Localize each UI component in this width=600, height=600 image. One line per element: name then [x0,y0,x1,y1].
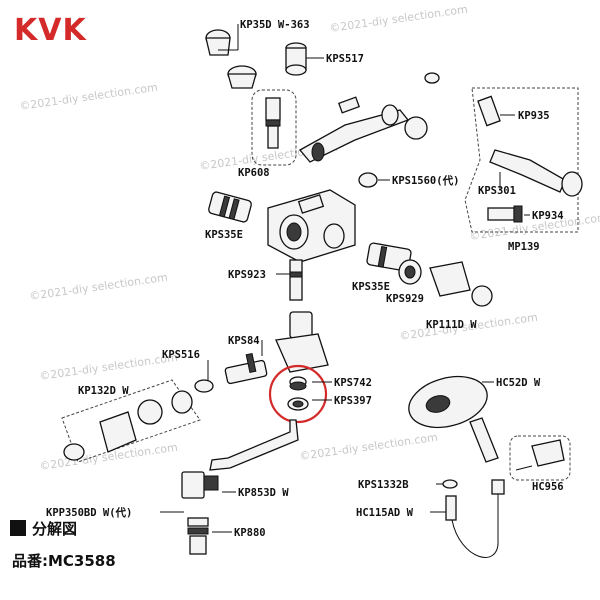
part-hc52dw [408,375,499,463]
label-kps929: KPS929 [386,293,424,305]
label-kps923: KPS923 [228,269,266,281]
label-kp35dw363: KP35D W-363 [240,19,310,31]
model-label: 品番:MC3588 [12,552,116,570]
label-kp608: KP608 [238,167,270,179]
brand-logo: KVK [14,13,87,48]
label-kp880: KP880 [234,527,266,539]
label-kp111dw: KP111D W [426,319,477,331]
label-kps397: KPS397 [334,395,372,407]
part-hc956 [515,439,565,471]
section-title: 分解図 [32,520,77,538]
label-kp132dw: KP132D W [78,385,129,397]
part-kp934 [487,205,530,223]
part-supply-pipe [209,419,299,471]
label-kps35e-right: KPS35E [352,281,390,293]
part-kps35e-left [208,191,252,223]
part-kp111dw [429,261,493,307]
label-hc956: HC956 [532,481,564,493]
label-hc115adw: HC115AD W [356,507,414,519]
group-kp608-outline [251,89,297,166]
label-kps742: KPS742 [334,377,372,389]
part-kp880 [187,517,232,555]
part-kps84 [261,311,329,373]
label-kp935: KP935 [518,110,550,122]
label-kps301: KPS301 [478,185,516,197]
watermark: ©2021-diy selection.com [19,81,159,113]
group-hc956-outline [509,435,571,481]
part-kps742 [289,376,332,391]
label-hc52dw: HC52D W [496,377,541,389]
label-kps1560: KPS1560(代) [392,174,459,187]
part-spout-assembly [298,72,440,163]
part-kps929 [398,259,422,285]
part-kps397 [287,397,332,411]
part-kps923 [276,259,303,301]
label-kps1332b: KPS1332B [358,479,409,491]
part-kp132dw [61,379,201,463]
part-kp608 [265,97,281,149]
part-kp35dw363 [205,24,257,89]
label-kps517: KPS517 [326,53,364,65]
label-kps84: KPS84 [228,335,260,347]
part-mixing-body [267,189,356,263]
part-hc115adw [430,479,505,558]
part-kp935 [477,95,515,127]
part-kps1560 [358,172,390,188]
group-mp139-outline [464,87,579,233]
watermark: ©2021-diy selection.com [29,271,169,303]
part-kps516 [194,352,268,393]
part-kp853dw [181,471,236,499]
part-kps517 [285,42,324,76]
watermark: ©2021-diy selection.com [299,431,439,463]
label-kpp350bdw: KPP350BD W(代) [46,506,132,519]
highlight-circle [268,364,328,424]
label-mp139: MP139 [508,241,540,253]
label-kps516: KPS516 [162,349,200,361]
part-kps35e-right [366,242,412,272]
label-kp853dw: KP853D W [238,487,289,499]
watermark: ©2021-diy selection.com [39,351,179,383]
part-kps301 [489,149,583,197]
title-square [10,520,26,536]
label-kps35e-left: KPS35E [205,229,243,241]
watermark: ©2021-diy selection.com [329,3,469,35]
part-kps1332b [436,479,458,489]
label-kp934: KP934 [532,210,564,222]
